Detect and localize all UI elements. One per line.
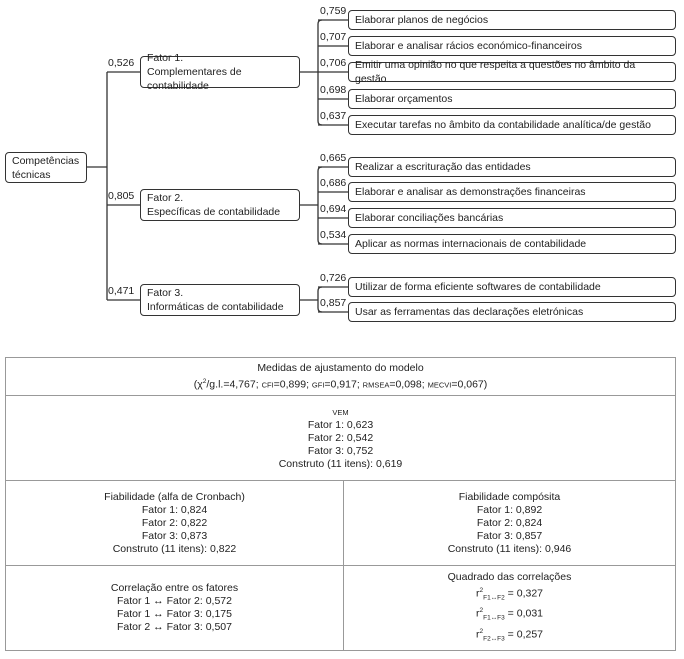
composite-title: Fiabilidade compósita <box>458 490 561 503</box>
item-loading: 0,686 <box>320 177 347 189</box>
factor-subtitle: Específicas de contabilidade <box>147 206 281 218</box>
alpha-line: Fator 1: 0,824 <box>141 503 208 516</box>
vem-line: Fator 3: 0,752 <box>307 444 374 457</box>
item-loading: 0,665 <box>320 152 347 164</box>
factor-subtitle: Informáticas de contabilidade <box>147 301 284 313</box>
factor-title: Fator 2. <box>147 192 184 204</box>
factor-loading: 0,471 <box>108 285 135 297</box>
vem-cell: VEM Fator 1: 0,623 Fator 2: 0,542 Fator … <box>5 395 676 481</box>
root-label: técnicas <box>12 168 51 181</box>
item-box: Elaborar planos de negócios <box>348 10 676 30</box>
item-loading: 0,707 <box>320 31 347 43</box>
item-loading: 0,857 <box>320 297 347 309</box>
item-loading: 0,637 <box>320 110 347 122</box>
item-box: Elaborar orçamentos <box>348 89 676 109</box>
item-box: Elaborar conciliações bancárias <box>348 208 676 228</box>
alpha-title: Fiabilidade (alfa de Cronbach) <box>104 490 245 503</box>
factor-loading: 0,805 <box>108 190 135 202</box>
item-loading: 0,694 <box>320 203 347 215</box>
vem-line: Fator 2: 0,542 <box>307 431 374 444</box>
factor-box: Fator 1. Complementares de contabilidade <box>140 52 300 92</box>
alpha-cell: Fiabilidade (alfa de Cronbach) Fator 1: … <box>5 480 344 566</box>
corr-line: Fator 2 ↔ Fator 3: 0,507 <box>117 621 232 633</box>
factor-title: Fator 1. <box>147 52 184 64</box>
item-loading: 0,698 <box>320 84 347 96</box>
composite-line: Construto (11 itens): 0,946 <box>447 542 572 555</box>
corr-line: Fator 1 ↔ Fator 2: 0,572 <box>117 595 232 607</box>
item-box: Elaborar e analisar as demonstrações fin… <box>348 182 676 202</box>
item-box: Usar as ferramentas das declarações elet… <box>348 302 676 322</box>
sq-line: r2F2↔F3 = 0,257 <box>475 627 544 643</box>
item-box: Utilizar de forma eficiente softwares de… <box>348 277 676 297</box>
connector-lines <box>87 19 348 313</box>
alpha-line: Fator 2: 0,822 <box>141 516 208 529</box>
factor-loading: 0,526 <box>108 57 135 69</box>
sq-line: r2F1↔F3 = 0,031 <box>475 607 544 622</box>
root-label: Competências <box>12 154 80 167</box>
item-loading: 0,726 <box>320 272 347 284</box>
vem-line: Fator 1: 0,623 <box>307 418 374 431</box>
factor-box: Fator 3. Informáticas de contabilidade <box>140 284 300 316</box>
composite-cell: Fiabilidade compósita Fator 1: 0,892 Fat… <box>343 480 676 566</box>
squared-corr-cell: Quadrado das correlações r2F1↔F2 = 0,327… <box>343 565 676 651</box>
model-fit-table: Medidas de ajustamento do modelo (χ2/g.l… <box>5 357 676 651</box>
factor-title: Fator 3. <box>147 287 184 299</box>
item-loading: 0,706 <box>320 57 347 69</box>
fit-measures-cell: Medidas de ajustamento do modelo (χ2/g.l… <box>5 357 676 396</box>
item-loading: 0,534 <box>320 229 347 241</box>
item-box: Emitir uma opinião no que respeita a que… <box>348 59 676 85</box>
vem-line: Construto (11 itens): 0,619 <box>278 457 403 470</box>
corr-line: Fator 1 ↔ Fator 3: 0,175 <box>117 608 232 620</box>
item-box: Executar tarefas no âmbito da contabilid… <box>348 115 676 135</box>
alpha-line: Construto (11 itens): 0,822 <box>112 542 237 555</box>
fit-title: Medidas de ajustamento do modelo <box>257 361 424 374</box>
sq-title: Quadrado das correlações <box>447 570 572 583</box>
item-box: Realizar a escrituração das entidades <box>348 157 676 177</box>
fit-values: (χ2/g.l.=4,767; CFI=0,899; GFI=0,917; RM… <box>193 377 488 391</box>
sq-line: r2F1↔F2 = 0,327 <box>475 586 544 602</box>
item-loading: 0,759 <box>320 5 347 17</box>
composite-line: Fator 3: 0,857 <box>476 529 543 542</box>
corr-title: Correlação entre os fatores <box>110 582 239 594</box>
composite-line: Fator 1: 0,892 <box>476 503 543 516</box>
item-box: Aplicar as normas internacionais de cont… <box>348 234 676 254</box>
factor-subtitle: Complementares de contabilidade <box>147 66 242 92</box>
composite-line: Fator 2: 0,824 <box>476 516 543 529</box>
factor-box: Fator 2. Específicas de contabilidade <box>140 189 300 221</box>
vem-title: VEM <box>332 407 349 417</box>
item-box: Elaborar e analisar rácios económico-fin… <box>348 36 676 56</box>
alpha-line: Fator 3: 0,873 <box>141 529 208 542</box>
correlation-cell: Correlação entre os fatores Fator 1 ↔ Fa… <box>5 565 344 651</box>
